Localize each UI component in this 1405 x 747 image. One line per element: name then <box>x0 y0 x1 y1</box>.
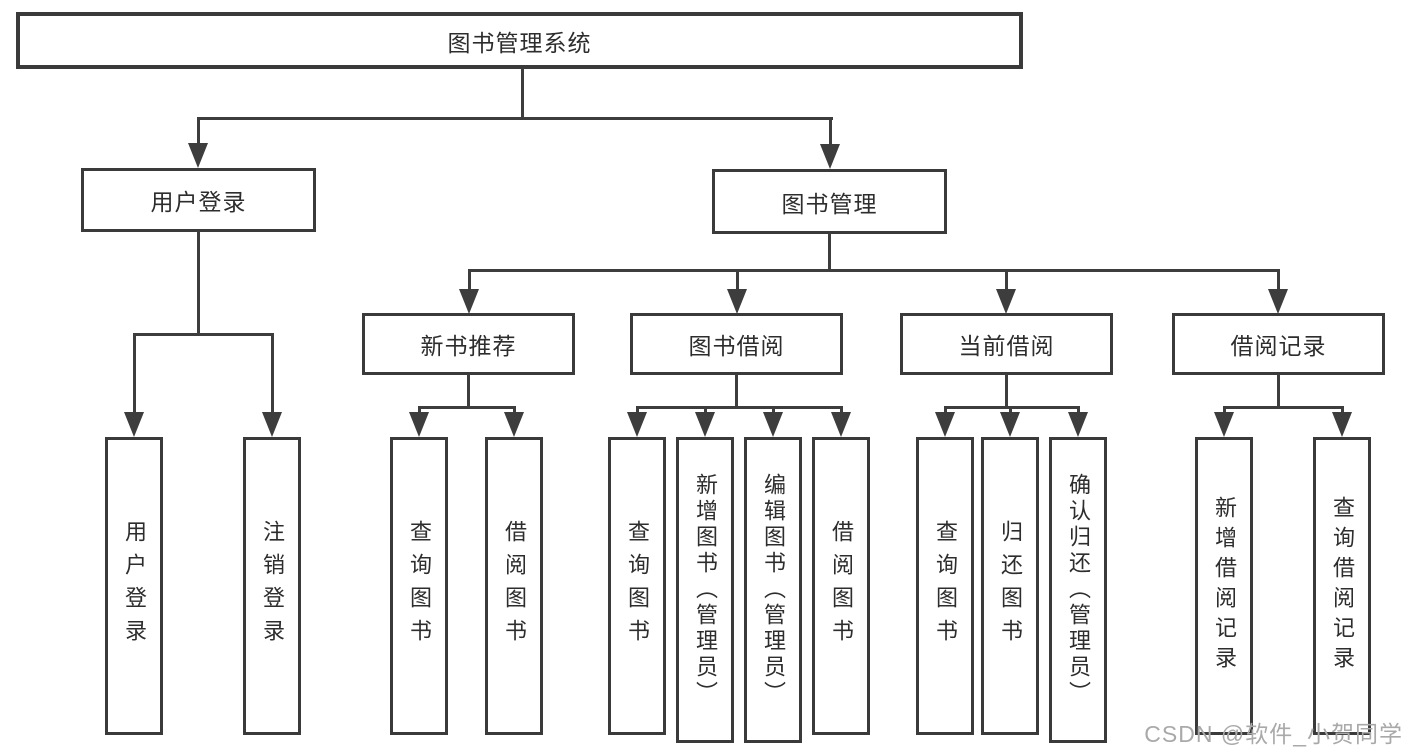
connector-arrow-line <box>772 406 775 414</box>
node-book-borrow: 图书借阅 <box>630 313 843 375</box>
connector-book-management-stem <box>828 233 831 271</box>
connector-arrow-line <box>944 406 947 414</box>
arrowhead-to-query-borrow-record <box>1332 412 1352 437</box>
arrowhead-to-query-books-1 <box>409 412 429 437</box>
arrowhead-to-return-book <box>1000 412 1020 437</box>
leaf-borrow-books-1: 借阅图书 <box>485 437 543 735</box>
leaf-add-borrow-record: 新增借阅记录 <box>1195 437 1253 735</box>
connector-recommend-hline <box>418 406 516 409</box>
arrowhead-to-query-books-2 <box>627 412 647 437</box>
connector-user-login-stem <box>197 231 200 335</box>
leaf-query-books-2: 查询图书 <box>608 437 666 735</box>
connector-arrow-line <box>1223 406 1226 414</box>
node-borrow-records: 借阅记录 <box>1172 313 1385 375</box>
arrowhead-to-add-borrow-record <box>1214 412 1234 437</box>
leaf-logout: 注销登录 <box>243 437 301 735</box>
arrowhead-to-borrow-books-1 <box>504 412 524 437</box>
leaf-add-book-admin: 新增图书（管理员） <box>676 437 734 743</box>
leaf-confirm-return-admin: 确认归还（管理员） <box>1049 437 1107 743</box>
connector-arrow-line <box>840 406 843 414</box>
arrowhead-to-borrow-books-2 <box>831 412 851 437</box>
csdn-watermark: CSDN @软件_小贺同学 <box>1144 721 1403 747</box>
arrowhead-to-edit-book-admin <box>763 412 783 437</box>
connector-arrow-line <box>513 406 516 414</box>
connector-arrow-line <box>704 406 707 414</box>
leaf-query-books-3: 查询图书 <box>916 437 974 735</box>
arrowhead-to-new-book-recommend <box>459 289 479 314</box>
connector-arrow-line <box>418 406 421 414</box>
connector-borrow-stem <box>735 374 738 408</box>
connector-arrow-line <box>1009 406 1012 414</box>
arrowhead-to-borrow-records <box>1268 289 1288 314</box>
arrowhead-to-confirm-return-admin <box>1068 412 1088 437</box>
leaf-return-book: 归还图书 <box>981 437 1039 735</box>
connector-root-stem <box>521 68 524 119</box>
arrowhead-to-current-borrow <box>996 289 1016 314</box>
leaf-query-borrow-record: 查询借阅记录 <box>1313 437 1371 735</box>
leaf-edit-book-admin: 编辑图书（管理员） <box>744 437 802 743</box>
arrowhead-to-user-login <box>188 143 208 168</box>
connector-arrow-line <box>1341 406 1344 414</box>
connector-current-hline <box>944 406 1080 409</box>
connector-arrow-line <box>197 117 200 144</box>
arrowhead-to-leaf-logout <box>262 412 282 437</box>
node-user-login: 用户登录 <box>81 168 316 232</box>
connector-arrow-line <box>133 333 136 413</box>
arrowhead-to-book-management <box>820 144 840 169</box>
connector-arrow-line <box>1077 406 1080 414</box>
arrowhead-to-leaf-user-login <box>124 412 144 437</box>
node-new-book-recommend: 新书推荐 <box>362 313 575 375</box>
connector-arrow-line <box>1005 269 1008 291</box>
connector-root-hline <box>197 117 833 120</box>
connector-arrow-line <box>736 269 739 291</box>
connector-recommend-stem <box>467 374 470 408</box>
arrowhead-to-book-borrow <box>727 289 747 314</box>
arrowhead-to-query-books-3 <box>935 412 955 437</box>
connector-arrow-line <box>468 269 471 291</box>
connector-book-management-hline <box>468 269 1279 272</box>
connector-records-stem <box>1277 374 1280 408</box>
connector-arrow-line <box>1277 269 1280 291</box>
leaf-user-login: 用户登录 <box>105 437 163 735</box>
node-root-library-system: 图书管理系统 <box>16 12 1023 69</box>
node-current-borrow: 当前借阅 <box>900 313 1113 375</box>
leaf-query-books-1: 查询图书 <box>390 437 448 735</box>
connector-arrow-line <box>271 333 274 413</box>
connector-user-login-hline <box>133 333 274 336</box>
leaf-borrow-books-2: 借阅图书 <box>812 437 870 735</box>
connector-arrow-line <box>829 117 832 144</box>
arrowhead-to-add-book-admin <box>695 412 715 437</box>
connector-records-hline <box>1223 406 1344 409</box>
node-book-management: 图书管理 <box>712 169 947 234</box>
connector-arrow-line <box>636 406 639 414</box>
connector-current-stem <box>1005 374 1008 408</box>
connector-borrow-hline <box>636 406 843 409</box>
